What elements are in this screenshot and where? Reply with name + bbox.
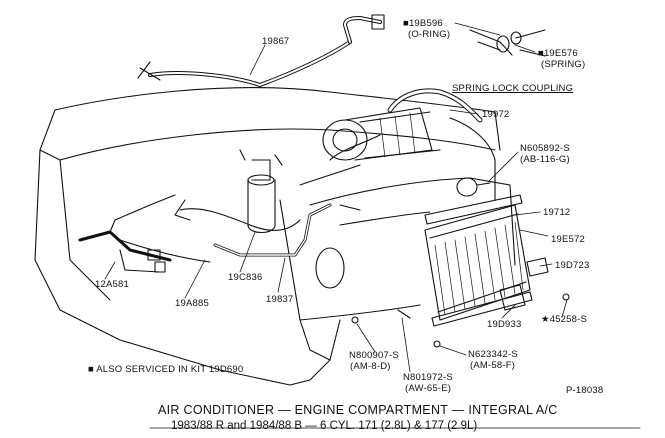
label-19867: 19867: [262, 36, 290, 47]
wiring-harness-12a581: [78, 194, 176, 273]
label-19c836: 19C836: [228, 272, 263, 283]
compressor: [322, 107, 441, 161]
label-aw65e: (AW-65-E): [405, 383, 452, 394]
label-19e572: 19E572: [551, 234, 585, 245]
label-oring: (O-RING): [408, 29, 451, 40]
caption-line-1: AIR CONDITIONER — ENGINE COMPARTMENT — I…: [158, 403, 558, 417]
label-19d933: 19D933: [487, 319, 522, 330]
caption-line-2: 1983/88 R and 1984/88 B — 6 CYL. 171 (2.…: [171, 420, 478, 432]
label-n605892: N605892-S: [520, 143, 570, 154]
figure-id: P-18038: [566, 385, 604, 396]
radiator-support: [279, 117, 516, 361]
hose-19972: [299, 88, 483, 186]
hose-19867: [137, 14, 385, 87]
leader-lines: [104, 22, 568, 373]
label-spring-lock-coupling: SPRING LOCK COUPLING: [452, 83, 574, 94]
label-19a885: 19A885: [175, 298, 209, 309]
label-n800907: N800907-S: [349, 350, 399, 361]
label-am8d: (AM-8-D): [350, 361, 391, 372]
spring-lock-coupling-detail: [469, 29, 546, 57]
label-am58f: (AM-58-F): [470, 360, 516, 371]
label-19b596: ■19B596: [403, 18, 443, 29]
label-n623342: N623342-S: [468, 349, 518, 360]
label-19e576: ■19E576: [538, 48, 578, 59]
accumulator: [239, 149, 283, 234]
label-19712: 19712: [543, 207, 571, 218]
brackets: [351, 182, 570, 348]
label-12a581: 12A581: [95, 279, 129, 290]
label-45258: ★45258-S: [541, 314, 588, 325]
label-spring: (SPRING): [541, 59, 586, 70]
kit-note: ■ ALSO SERVICED IN KIT 19D690: [88, 364, 244, 375]
label-ab116g: (AB-116-G): [520, 154, 570, 165]
label-19837: 19837: [266, 294, 294, 305]
label-n801972: N801972-S: [403, 372, 453, 383]
label-19972: 19972: [482, 109, 510, 120]
hood-outline: [34, 87, 501, 386]
label-19d723: 19D723: [555, 260, 590, 271]
liquid-lines: [119, 199, 361, 263]
